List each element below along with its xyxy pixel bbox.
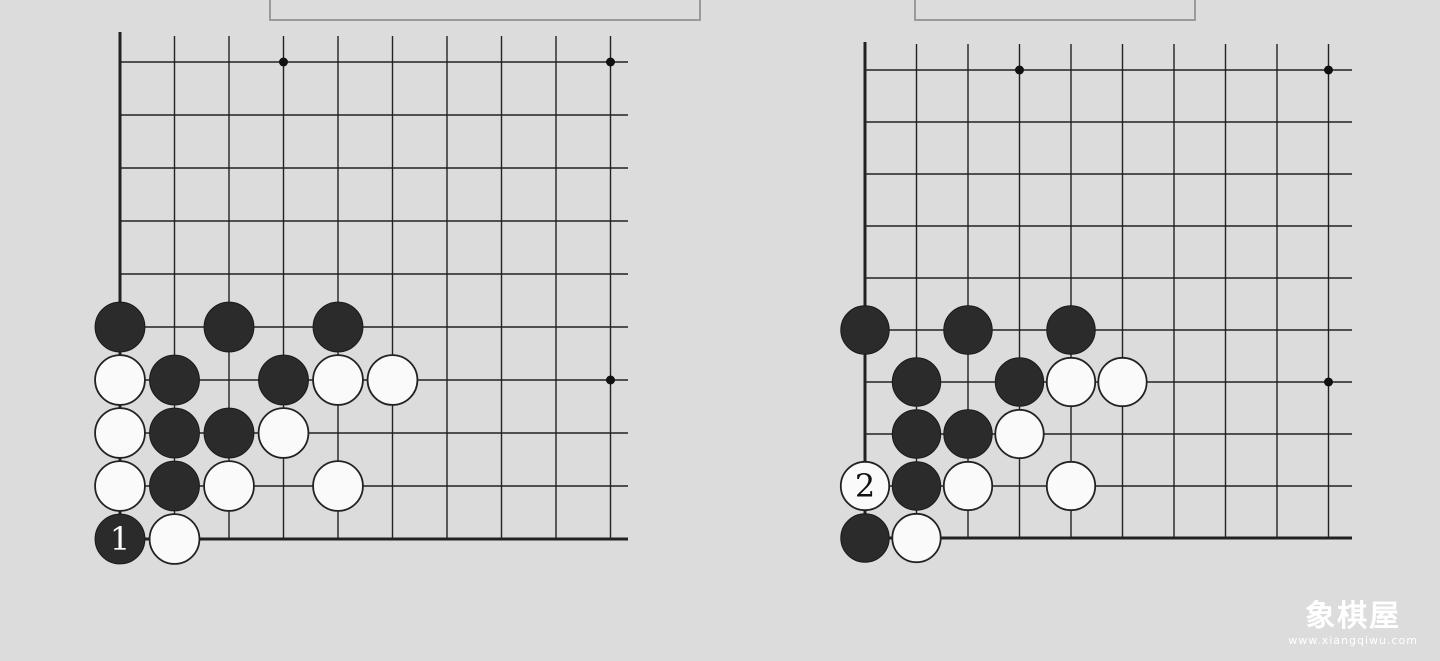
watermark-url: www.xiangqiwu.com bbox=[1288, 634, 1418, 647]
black-stone bbox=[1046, 305, 1096, 355]
left-board: 1 bbox=[94, 32, 628, 565]
black-stone bbox=[149, 460, 200, 512]
black-stone bbox=[943, 409, 993, 459]
black-stone bbox=[203, 407, 255, 459]
white-stone bbox=[942, 460, 994, 512]
top-box-left bbox=[269, 0, 701, 21]
white-stone bbox=[312, 460, 364, 512]
white-stone bbox=[1097, 356, 1148, 408]
white-stone bbox=[1045, 460, 1097, 512]
move-number-label: 1 bbox=[110, 520, 130, 558]
right-board: 2 bbox=[839, 42, 1352, 564]
top-box-right bbox=[914, 0, 1196, 21]
white-stone bbox=[1045, 356, 1097, 408]
star-point bbox=[606, 375, 615, 385]
black-stone bbox=[891, 461, 942, 511]
white-stone bbox=[94, 460, 146, 512]
watermark: 象棋屋 www.xiangqiwu.com bbox=[1288, 599, 1418, 648]
white-stone bbox=[94, 354, 146, 406]
black-stone bbox=[149, 407, 200, 459]
white-stone bbox=[366, 354, 419, 406]
black-stone bbox=[94, 301, 146, 353]
black-stone bbox=[840, 513, 890, 563]
black-stone bbox=[258, 354, 309, 406]
star-point bbox=[279, 57, 288, 67]
star-point bbox=[1324, 65, 1333, 75]
star-point bbox=[606, 57, 615, 67]
star-point bbox=[1015, 65, 1024, 75]
white-stone bbox=[312, 354, 364, 406]
black-stone bbox=[994, 357, 1045, 407]
white-stone bbox=[203, 460, 255, 512]
white-stone bbox=[257, 407, 310, 459]
black-stone bbox=[94, 513, 146, 565]
black-stone bbox=[203, 301, 255, 353]
black-stone bbox=[891, 409, 942, 459]
black-stone bbox=[840, 305, 890, 355]
white-stone bbox=[891, 512, 942, 564]
white-stone bbox=[839, 460, 891, 512]
black-stone bbox=[943, 305, 993, 355]
white-stone bbox=[148, 513, 201, 565]
watermark-name: 象棋屋 bbox=[1305, 599, 1402, 634]
white-stone bbox=[994, 408, 1045, 460]
black-stone bbox=[312, 301, 364, 353]
black-stone bbox=[149, 354, 200, 406]
move-number-label: 2 bbox=[855, 467, 875, 505]
star-point bbox=[1324, 377, 1333, 387]
black-stone bbox=[891, 357, 942, 407]
white-stone bbox=[94, 407, 146, 459]
